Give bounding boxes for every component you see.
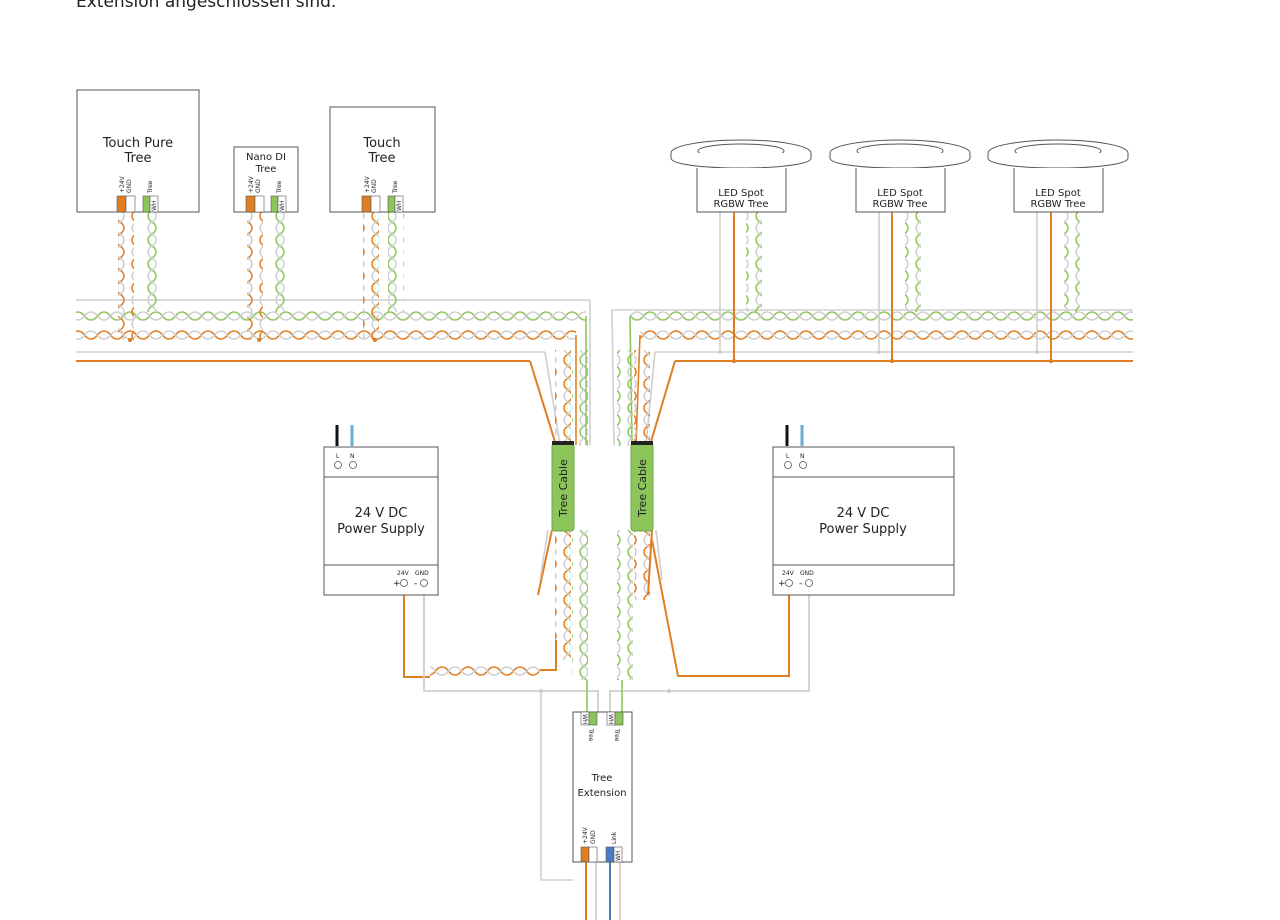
terminal-label: WH	[607, 714, 614, 724]
tree-cable-right-label: Tree Cable	[636, 459, 649, 518]
terminal-label: +24V	[582, 826, 589, 844]
terminal-label: N	[800, 453, 805, 460]
touch-pure-line2: Tree	[123, 151, 151, 166]
tree-extension-line2: Extension	[577, 788, 626, 799]
device-touch-tree: Touch Tree +24V GND Tree WH	[329, 106, 436, 213]
led-spot-1-line1: LED Spot	[718, 188, 764, 199]
led-spot-2-line2: RGBW Tree	[872, 199, 927, 210]
tree-extension-line1: Tree	[591, 773, 613, 784]
led-spot-3-line2: RGBW Tree	[1030, 199, 1085, 210]
terminal-label: Tree	[276, 180, 283, 194]
device-tree-extension: WH WH Tree Tree Tree Extension +24V GND …	[572, 711, 633, 863]
intro-text: Extension angeschlossen sind.	[76, 0, 337, 12]
bus-right	[611, 308, 1133, 446]
terminal-label: GND	[126, 179, 133, 193]
nano-di-line1: Nano DI	[246, 152, 286, 163]
terminal-label: Tree	[613, 728, 620, 742]
terminal-label: +24V	[364, 175, 371, 193]
psu-left-line2: Power Supply	[337, 522, 425, 537]
terminal-label: +24V	[119, 175, 126, 193]
device-led-spot-2: LED Spot RGBW Tree	[829, 139, 971, 213]
device-touch-pure-tree: Touch Pure Tree +24V GND Tree WH	[76, 89, 200, 213]
terminal-label: Tree	[392, 180, 399, 194]
terminal-label: WH	[396, 201, 403, 211]
device-led-spot-1: LED Spot RGBW Tree	[670, 139, 812, 213]
tree-cable-left: Tree Cable	[551, 441, 575, 532]
terminal-label: 24V	[782, 570, 795, 577]
drop-wires	[118, 212, 1080, 694]
led-spot-2-line1: LED Spot	[877, 188, 923, 199]
terminal-label: Tree	[147, 180, 154, 194]
terminal-label: +	[393, 579, 401, 589]
terminal-label: L	[786, 453, 790, 460]
terminal-label: GND	[800, 570, 814, 577]
terminal-label: GND	[371, 179, 378, 193]
nano-di-line2: Tree	[255, 164, 277, 175]
led-spot-3-line1: LED Spot	[1035, 188, 1081, 199]
terminal-label: WH	[151, 201, 158, 211]
terminal-label: Tree	[587, 728, 594, 742]
terminal-label: +24V	[248, 175, 255, 193]
touch-line1: Touch	[362, 136, 400, 151]
terminal-label: WH	[279, 201, 286, 211]
terminal-label: GND	[590, 830, 597, 844]
terminal-label: L	[336, 453, 340, 460]
psu-right-line2: Power Supply	[819, 522, 907, 537]
psu-wiring	[335, 425, 810, 920]
tree-cable-left-label: Tree Cable	[557, 459, 570, 518]
terminal-label: Link	[611, 831, 618, 844]
device-led-spot-3: LED Spot RGBW Tree	[987, 139, 1129, 213]
bus-left	[76, 299, 591, 446]
terminal-label: WH	[581, 714, 588, 724]
touch-line2: Tree	[367, 151, 395, 166]
device-power-supply-right: L N 24 V DC Power Supply 24V GND + -	[772, 446, 955, 596]
terminal-label: -	[414, 579, 417, 589]
terminal-label: -	[799, 579, 802, 589]
terminal-label: +	[778, 579, 786, 589]
terminal-label: GND	[255, 179, 262, 193]
cable-twists	[537, 350, 663, 680]
led-spot-1-line2: RGBW Tree	[713, 199, 768, 210]
terminal-label: N	[350, 453, 355, 460]
terminal-label: WH	[615, 851, 622, 861]
device-power-supply-left: L N 24 V DC Power Supply 24V GND + -	[323, 446, 439, 596]
psu-right-line1: 24 V DC	[837, 506, 890, 521]
device-nano-di-tree: Nano DI Tree +24V GND Tree WH	[233, 146, 299, 213]
terminal-label: GND	[415, 570, 429, 577]
tree-cable-right: Tree Cable	[630, 441, 654, 532]
terminal-label: 24V	[397, 570, 410, 577]
touch-pure-line1: Touch Pure	[102, 136, 173, 151]
psu-left-line1: 24 V DC	[355, 506, 408, 521]
